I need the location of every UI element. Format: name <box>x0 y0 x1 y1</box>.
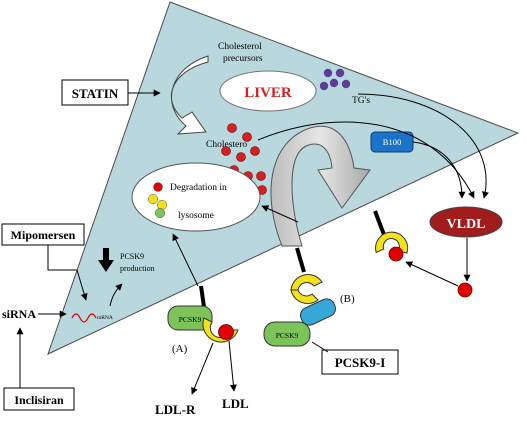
pcsk9-molecule-a <box>167 305 213 331</box>
degradation-label-1: Degradation in <box>170 183 227 193</box>
degraded-particle <box>153 182 163 192</box>
tg-dots <box>319 68 351 91</box>
pcsk9-production-label-1: PCSK9 <box>120 252 144 261</box>
tg-dot <box>335 68 345 78</box>
bound-ldl-particle <box>388 246 404 262</box>
tg-dot <box>341 79 351 89</box>
vldl-label: VLDL <box>447 217 486 232</box>
sirna-label: siRNA <box>2 307 36 321</box>
ldl-to-receptor-arrow <box>405 261 459 287</box>
pcsk9-production-label-2: production <box>120 264 155 273</box>
cholesterol-dot <box>256 171 266 181</box>
down-arrow-icon <box>98 248 114 272</box>
b100-to-vldl-arrow <box>412 141 466 199</box>
to-lysosome-arrow-b <box>261 205 299 223</box>
ldlr-label: LDL-R <box>155 402 196 417</box>
pcsk9-molecule-b <box>263 321 311 347</box>
degraded-particle <box>154 207 166 219</box>
pcsk9-inhibitor-complex: PCSK9 <box>263 298 336 347</box>
receptor-stem <box>295 247 306 273</box>
lysosome-contents <box>147 182 168 219</box>
degradation-label-2: lysosome <box>178 211 214 221</box>
inclisiran-box <box>3 387 75 411</box>
cholesterol-dot <box>227 123 237 133</box>
tgs-label: TG's <box>352 96 370 106</box>
cholesterol-dot <box>236 152 246 162</box>
tg-dot <box>323 68 333 78</box>
pcsk9-b-label: PCSK9 <box>276 331 299 340</box>
bound-ldl-particle <box>218 324 234 340</box>
ldl-label: LDL <box>222 396 249 411</box>
ldlr-arrow <box>191 342 214 395</box>
statin-box <box>61 79 129 106</box>
tg-to-vldl-arrow <box>357 93 489 199</box>
receptor-a-complex: PCSK9 <box>167 285 239 343</box>
precursor-to-cholesterol-arrow <box>171 55 209 135</box>
released-ldl-particle <box>457 282 473 298</box>
b100-label: B100 <box>383 137 401 147</box>
cholesterol-dot <box>242 132 252 142</box>
receptor-recycling-band <box>270 125 371 247</box>
liver-ellipse <box>219 70 317 112</box>
mrna-to-production-arrow <box>109 283 123 307</box>
ldl-arrow <box>228 340 237 392</box>
label-b: (B) <box>340 293 355 305</box>
to-lysosome-arrow-a <box>172 233 199 287</box>
receptor-b <box>290 247 323 304</box>
degraded-particle <box>147 193 159 205</box>
tg-dot <box>329 78 339 88</box>
tg-dot <box>319 81 329 91</box>
recycled-ldl-receptor <box>373 210 409 262</box>
cholesterol-dot <box>221 146 231 156</box>
vldl-ellipse <box>429 206 503 238</box>
mrna-label: mRNA <box>97 315 113 321</box>
mrna-strand <box>71 313 97 323</box>
mipomersen-arrow <box>47 245 88 301</box>
mipomersen-label: Mipomersen <box>11 228 76 242</box>
cholesterol-precursors-label-1: Cholesterol <box>218 42 262 52</box>
receptor-cup <box>290 274 323 291</box>
cholesterol-dot <box>250 146 260 156</box>
pcsk9i-pointer <box>311 341 329 353</box>
pcsk9-a-label: PCSK9 <box>179 315 202 324</box>
cholesterol-label: Cholestero <box>206 140 247 150</box>
pcsk9i-label: PCSK9-I <box>335 355 386 370</box>
mipomersen-box <box>1 223 85 246</box>
liver-label: LIVER <box>244 85 292 101</box>
inclisiran-label: Inclisiran <box>14 393 64 407</box>
cholesterol-precursors-label-2: precursors <box>223 54 263 64</box>
pcsk9i-box <box>321 349 399 375</box>
cholesterol-to-vldl-arrow <box>257 121 475 199</box>
pcsk9i-antibody <box>300 298 336 326</box>
statin-label: STATIN <box>72 86 119 101</box>
receptor-cup-lower <box>290 289 319 304</box>
label-a: (A) <box>172 343 188 355</box>
